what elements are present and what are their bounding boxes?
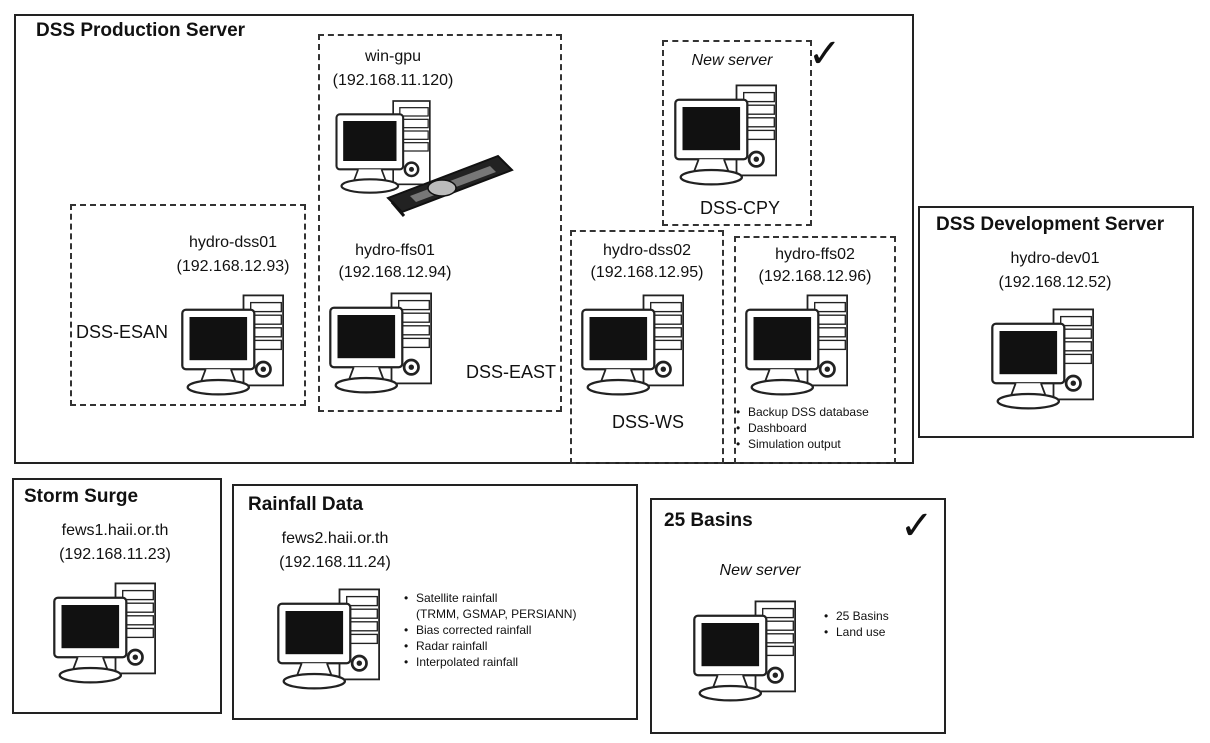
ws-group-box — [570, 230, 724, 464]
computer-icon — [328, 288, 446, 396]
dss-esan-label: DSS-ESAN — [76, 322, 169, 342]
computer-icon — [580, 290, 698, 398]
computer-icon — [692, 596, 810, 704]
gpu-card-icon — [386, 154, 514, 217]
ffs02-name: hydro-ffs02 — [775, 246, 855, 263]
dss02-name: hydro-dss02 — [602, 242, 692, 259]
dss02-ip: (192.168.12.95) — [590, 264, 704, 281]
dss01-name: hydro-dss01 — [188, 234, 278, 251]
computer-icon — [180, 290, 298, 398]
basins-new-server-note: New server — [719, 562, 801, 579]
ffs02-bullet-item: Backup DSS database — [736, 404, 869, 420]
production-server-box — [14, 14, 914, 464]
computer-icon — [990, 304, 1108, 412]
basins-title: 25 Basins — [664, 510, 753, 531]
storm-surge-box — [12, 478, 222, 714]
fews2-ip: (192.168.11.24) — [279, 554, 391, 571]
production-server-title: DSS Production Server — [36, 20, 246, 41]
cpy-group-box — [662, 40, 812, 226]
dev01-name: hydro-dev01 — [1010, 250, 1100, 267]
development-server-title: DSS Development Server — [936, 214, 1165, 235]
ffs01-name: hydro-ffs01 — [355, 242, 435, 259]
rainfall-bullet-item: (TRMM, GSMAP, PERSIANN) — [416, 607, 577, 621]
basins-bullet-list: 25 Basins Land use — [824, 608, 889, 640]
win-gpu-name: win-gpu — [364, 48, 422, 65]
rainfall-data-title: Rainfall Data — [248, 494, 364, 515]
computer-icon — [276, 584, 394, 692]
basins-bullet-item: Land use — [824, 624, 889, 640]
ffs02-bullet-item: Dashboard — [736, 420, 869, 436]
ffs02-ip: (192.168.12.96) — [758, 268, 872, 285]
rainfall-bullet-item: Bias corrected rainfall — [404, 622, 576, 638]
win-gpu-ip: (192.168.11.120) — [332, 72, 454, 89]
ffs02-bullet-list: Backup DSS database Dashboard Simulation… — [736, 404, 869, 452]
computer-icon — [744, 290, 862, 398]
ffs02-group-box — [734, 236, 896, 464]
basins-bullet-item: 25 Basins — [824, 608, 889, 624]
dss-ws-label: DSS-WS — [612, 412, 684, 432]
ffs01-ip: (192.168.12.94) — [338, 264, 452, 281]
basins-box — [650, 498, 946, 734]
fews2-name: fews2.haii.or.th — [281, 530, 389, 547]
storm-surge-title: Storm Surge — [24, 486, 139, 507]
checkmark-icon: ✓ — [808, 31, 842, 77]
dev01-ip: (192.168.12.52) — [998, 274, 1112, 291]
rainfall-bullet-list: Satellite rainfall (TRMM, GSMAP, PERSIAN… — [404, 590, 576, 670]
east-group-box — [318, 34, 562, 412]
development-server-box — [918, 206, 1194, 438]
checkmark-icon: ✓ — [900, 503, 934, 549]
computer-icon — [52, 578, 170, 686]
rainfall-bullet-item: Interpolated rainfall — [404, 654, 576, 670]
cpy-new-server-note: New server — [691, 52, 773, 69]
dss-cpy-label: DSS-CPY — [700, 198, 781, 218]
ffs02-bullet-item: Simulation output — [736, 436, 869, 452]
rainfall-bullet-item: Radar rainfall — [404, 638, 576, 654]
dss-east-label: DSS-EAST — [466, 362, 557, 382]
esan-group-box — [70, 204, 306, 406]
rainfall-data-box — [232, 484, 638, 720]
fews1-name: fews1.haii.or.th — [61, 522, 169, 539]
fews1-ip: (192.168.11.23) — [59, 546, 171, 563]
dss01-ip: (192.168.12.93) — [176, 258, 290, 275]
rainfall-bullet-item: Satellite rainfall — [404, 590, 576, 606]
computer-icon — [672, 80, 792, 188]
